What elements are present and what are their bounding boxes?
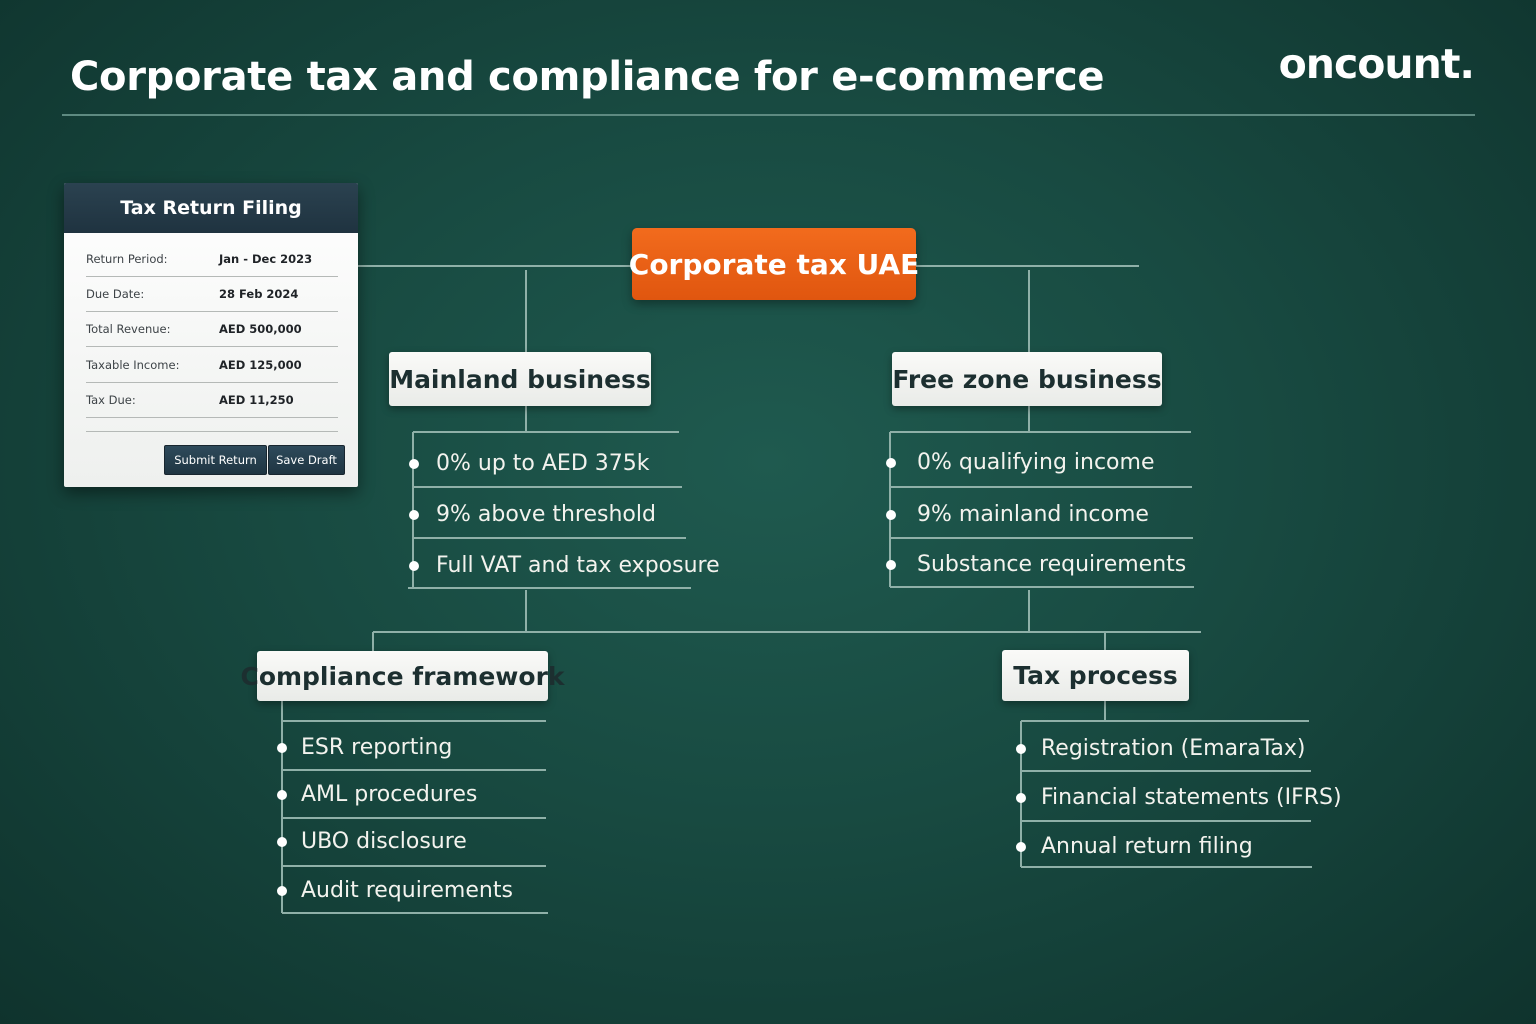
bullet-icon bbox=[409, 561, 419, 571]
form-label: Total Revenue: bbox=[86, 322, 171, 336]
compliance-item: ESR reporting bbox=[301, 734, 453, 760]
bullet-icon bbox=[1016, 842, 1026, 852]
process-node: Tax process bbox=[1002, 650, 1189, 701]
process-item: Registration (EmaraTax) bbox=[1041, 735, 1306, 761]
mainland-item: 0% up to AED 375k bbox=[436, 450, 650, 476]
freezone-item: 9% mainland income bbox=[917, 501, 1149, 527]
bullet-icon bbox=[409, 510, 419, 520]
bullet-icon bbox=[277, 790, 287, 800]
bullet-icon bbox=[886, 458, 896, 468]
mainland-node: Mainland business bbox=[389, 352, 651, 406]
bullet-icon bbox=[1016, 793, 1026, 803]
root-node: Corporate tax UAE bbox=[629, 228, 919, 300]
bullet-icon bbox=[886, 560, 896, 570]
mainland-item: 9% above threshold bbox=[436, 501, 656, 527]
page-title: Corporate tax and compliance for e-comme… bbox=[70, 54, 1105, 100]
form-row-total-revenue: Total Revenue: AED 500,000 bbox=[86, 312, 338, 347]
save-draft-button[interactable]: Save Draft bbox=[268, 445, 345, 475]
form-label: Taxable Income: bbox=[86, 358, 180, 372]
bullet-icon bbox=[277, 837, 287, 847]
bullet-icon bbox=[886, 510, 896, 520]
form-empty-row bbox=[86, 397, 338, 432]
form-label: Due Date: bbox=[86, 287, 145, 301]
form-row-taxable-income: Taxable Income: AED 125,000 bbox=[86, 348, 338, 383]
title-divider bbox=[62, 114, 1475, 116]
bullet-icon bbox=[1016, 744, 1026, 754]
freezone-item: 0% qualifying income bbox=[917, 449, 1155, 475]
compliance-item: AML procedures bbox=[301, 781, 478, 807]
form-label: Tax Due: bbox=[86, 393, 136, 407]
tax-return-form: Tax Return Filing Return Period: Jan - D… bbox=[64, 183, 358, 487]
form-value: AED 125,000 bbox=[219, 358, 302, 372]
form-value: AED 11,250 bbox=[219, 393, 294, 407]
form-row-tax-due: Tax Due: AED 11,250 bbox=[86, 383, 338, 418]
bullet-icon bbox=[277, 743, 287, 753]
brand-logo: oncount. bbox=[1278, 40, 1475, 88]
form-title: Tax Return Filing bbox=[64, 183, 358, 233]
bullet-icon bbox=[277, 886, 287, 896]
freezone-item: Substance requirements bbox=[917, 551, 1187, 577]
form-value: AED 500,000 bbox=[219, 322, 302, 336]
compliance-node: Compliance framework bbox=[240, 651, 565, 701]
form-value: 28 Feb 2024 bbox=[219, 287, 299, 301]
bullet-icon bbox=[409, 459, 419, 469]
mainland-item: Full VAT and tax exposure bbox=[436, 552, 720, 578]
submit-return-button[interactable]: Submit Return bbox=[164, 445, 267, 475]
compliance-item: UBO disclosure bbox=[301, 828, 467, 854]
process-item: Financial statements (IFRS) bbox=[1041, 784, 1342, 810]
freezone-node: Free zone business bbox=[892, 352, 1162, 406]
form-row-return-period: Return Period: Jan - Dec 2023 bbox=[86, 242, 338, 277]
form-value: Jan - Dec 2023 bbox=[219, 252, 313, 266]
compliance-item: Audit requirements bbox=[301, 877, 513, 903]
form-row-due-date: Due Date: 28 Feb 2024 bbox=[86, 277, 338, 312]
form-label: Return Period: bbox=[86, 252, 168, 266]
process-item: Annual return filing bbox=[1041, 833, 1253, 859]
